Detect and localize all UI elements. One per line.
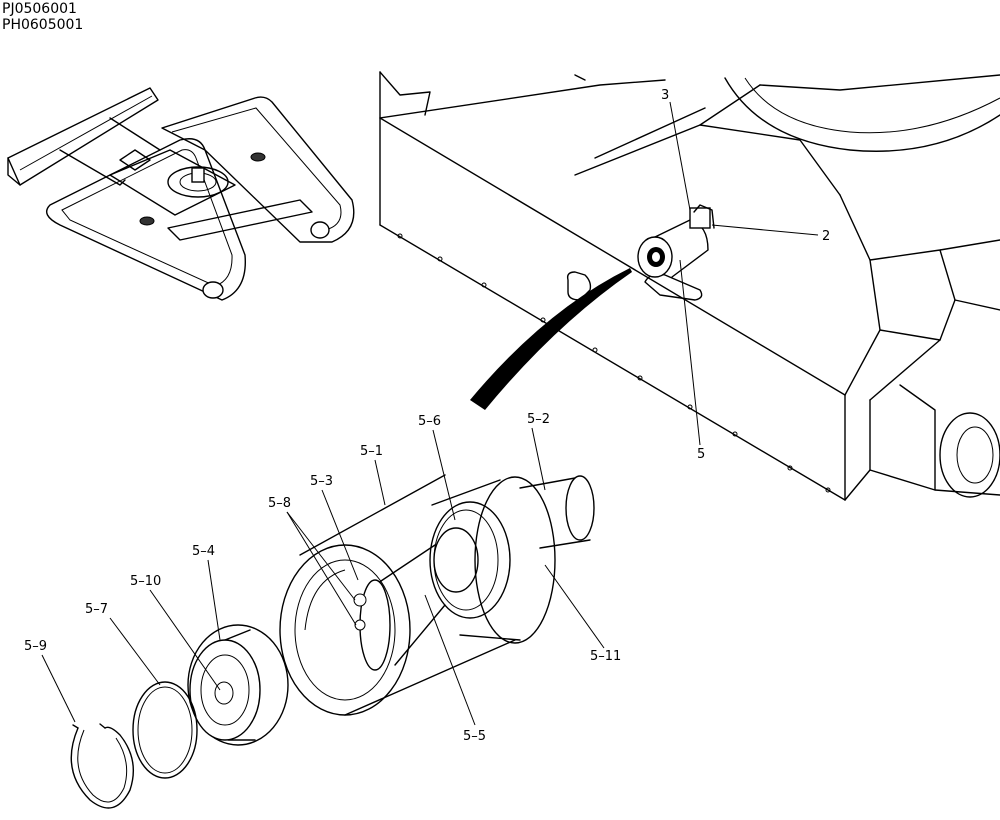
callout-5-10: 5–10 — [130, 574, 161, 589]
callout-5-4: 5–4 — [192, 544, 215, 559]
callout-5-2: 5–2 — [527, 412, 550, 427]
callout-5: 5 — [697, 447, 705, 462]
part-code-1: PJ0506001 — [2, 1, 77, 17]
callout-2: 2 — [822, 229, 830, 244]
callout-5-8: 5–8 — [268, 496, 291, 511]
callout-5-6: 5–6 — [418, 414, 441, 429]
callout-5-3: 5–3 — [310, 474, 333, 489]
callout-5-9: 5–9 — [24, 639, 47, 654]
callout-5-1: 5–1 — [360, 444, 383, 459]
callout-3: 3 — [661, 88, 669, 103]
callout-5-11: 5–11 — [590, 649, 621, 664]
callout-5-7: 5–7 — [85, 602, 108, 617]
excavator-undercarriage-icon — [7, 87, 355, 301]
callout-5-5: 5–5 — [463, 729, 486, 744]
track-frame-icon — [379, 71, 1000, 501]
leader-lines — [41, 101, 819, 726]
part-code-2: PH0605001 — [2, 17, 84, 33]
track-roller-icon — [70, 474, 595, 809]
